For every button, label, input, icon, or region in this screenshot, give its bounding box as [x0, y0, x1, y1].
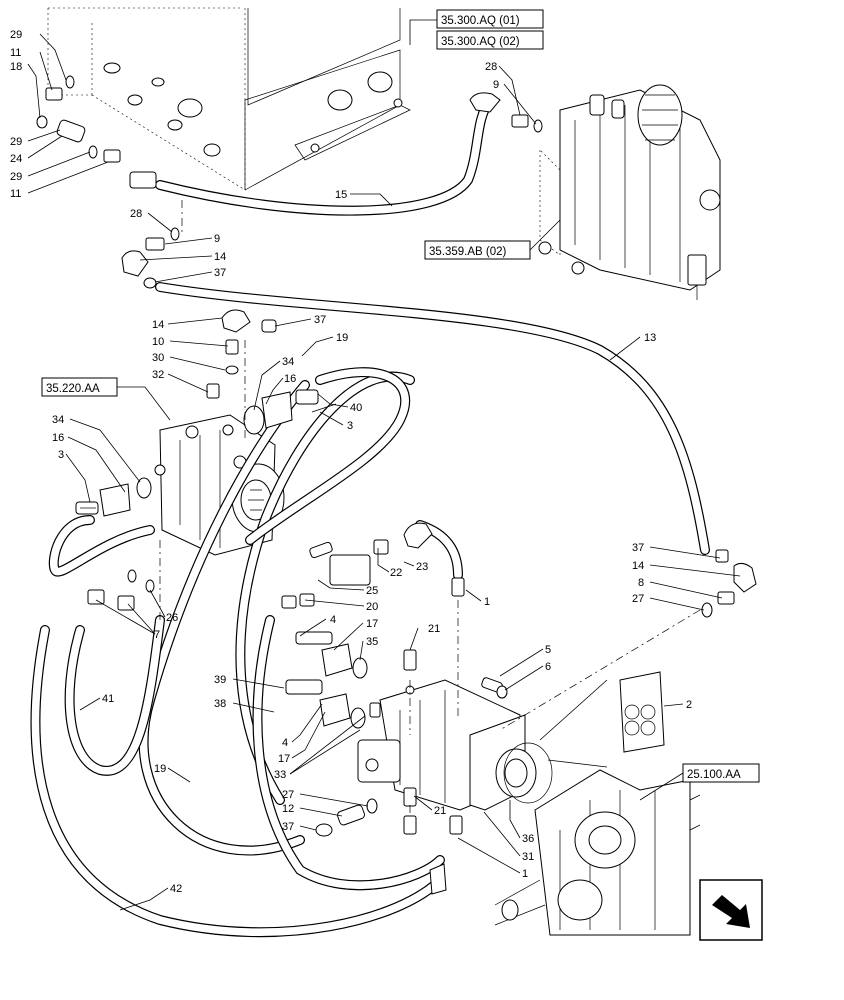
callout-37[interactable]: 37 — [632, 542, 644, 554]
callout-28[interactable]: 28 — [485, 61, 497, 73]
callout-38[interactable]: 38 — [214, 698, 226, 710]
callout-7[interactable]: 7 — [154, 629, 160, 641]
callout-37[interactable]: 37 — [214, 267, 226, 279]
callout-15[interactable]: 15 — [335, 189, 347, 201]
callout-11[interactable]: 11 — [10, 47, 21, 59]
callout-14[interactable]: 14 — [632, 560, 644, 572]
hydrostatic-motor — [357, 679, 553, 811]
transmission-housing — [494, 769, 701, 936]
callout-29[interactable]: 29 — [10, 136, 22, 148]
callout-3[interactable]: 3 — [58, 449, 64, 461]
callout-42[interactable]: 42 — [170, 883, 182, 895]
callout-13[interactable]: 13 — [644, 332, 656, 344]
reference-box-35359AB02[interactable]: 35.359.AB (02) — [424, 240, 531, 260]
hose-15 — [155, 95, 495, 216]
callout-29[interactable]: 29 — [10, 171, 22, 183]
seal-kit-2 — [619, 671, 665, 753]
callout-2[interactable]: 2 — [686, 699, 692, 711]
fittings — [36, 75, 757, 895]
callout-17[interactable]: 17 — [278, 753, 290, 765]
callout-28[interactable]: 28 — [130, 208, 142, 220]
hose-39 — [235, 371, 415, 805]
reference-box-35220AA[interactable]: 35.220.AA — [41, 377, 118, 397]
hose-13 — [155, 282, 710, 555]
callout-4[interactable]: 4 — [282, 737, 288, 749]
callout-36[interactable]: 36 — [522, 833, 534, 845]
callout-25[interactable]: 25 — [366, 585, 378, 597]
ref-label-35220AA: 35.220.AA — [46, 383, 100, 395]
callout-18[interactable]: 18 — [10, 61, 22, 73]
leader-lines — [27, 33, 741, 911]
callout-37[interactable]: 37 — [282, 821, 294, 833]
callout-4[interactable]: 4 — [330, 614, 336, 626]
callout-16[interactable]: 16 — [284, 373, 296, 385]
callout-32[interactable]: 32 — [152, 369, 164, 381]
next-page-arrow-icon[interactable] — [699, 879, 763, 941]
hose-40 — [245, 367, 411, 545]
hose-suction — [48, 515, 155, 577]
callout-21[interactable]: 21 — [428, 623, 440, 635]
callout-17[interactable]: 17 — [366, 618, 378, 630]
ref-label-35300AQ01: 35.300.AQ (01) — [441, 15, 520, 27]
callout-5[interactable]: 5 — [545, 644, 551, 656]
callout-16[interactable]: 16 — [52, 432, 64, 444]
callout-35[interactable]: 35 — [366, 636, 378, 648]
callout-23[interactable]: 23 — [416, 561, 428, 573]
callout-19[interactable]: 19 — [154, 763, 166, 775]
callout-9[interactable]: 9 — [214, 233, 220, 245]
callout-1[interactable]: 1 — [484, 596, 490, 608]
callout-27[interactable]: 27 — [282, 789, 294, 801]
callout-11[interactable]: 11 — [10, 188, 21, 200]
callout-1[interactable]: 1 — [522, 868, 528, 880]
callout-6[interactable]: 6 — [545, 661, 551, 673]
reference-box-35300AQ01[interactable]: 35.300.AQ (01) — [436, 9, 544, 29]
hydraulic-pump — [154, 414, 285, 556]
callout-37[interactable]: 37 — [314, 314, 326, 326]
callout-19[interactable]: 19 — [336, 332, 348, 344]
callout-40[interactable]: 40 — [350, 402, 362, 414]
callout-8[interactable]: 8 — [638, 577, 644, 589]
callout-39[interactable]: 39 — [214, 674, 226, 686]
hose-38 — [252, 615, 445, 891]
callout-24[interactable]: 24 — [10, 153, 22, 165]
callout-10[interactable]: 10 — [152, 336, 164, 348]
callout-34[interactable]: 34 — [52, 414, 64, 426]
callout-21[interactable]: 21 — [434, 805, 446, 817]
ref-label-35300AQ02: 35.300.AQ (02) — [441, 36, 520, 48]
control-valve-block — [538, 84, 721, 300]
callout-22[interactable]: 22 — [390, 567, 402, 579]
callout-3[interactable]: 3 — [347, 420, 353, 432]
callout-26[interactable]: 26 — [166, 612, 178, 624]
callout-29[interactable]: 29 — [10, 29, 22, 41]
reference-box-25100AA[interactable]: 25.100.AA — [682, 763, 760, 783]
hose-41 — [64, 615, 165, 776]
callout-33[interactable]: 33 — [274, 769, 286, 781]
callout-30[interactable]: 30 — [152, 352, 164, 364]
callout-41[interactable]: 41 — [102, 693, 114, 705]
hose-42 — [30, 625, 445, 938]
callout-20[interactable]: 20 — [366, 601, 378, 613]
callout-14[interactable]: 14 — [152, 319, 164, 331]
callout-9[interactable]: 9 — [493, 79, 499, 91]
callout-27[interactable]: 27 — [632, 593, 644, 605]
reference-box-35300AQ02[interactable]: 35.300.AQ (02) — [436, 30, 544, 50]
callout-12[interactable]: 12 — [282, 803, 294, 815]
hydraulic-tank — [47, 7, 411, 191]
callout-labels: 29 11 18 29 24 29 11 28 9 15 28 9 14 37 … — [10, 29, 692, 895]
ref-label-25100AA: 25.100.AA — [687, 769, 741, 781]
callout-31[interactable]: 31 — [522, 851, 534, 863]
callout-34[interactable]: 34 — [282, 356, 294, 368]
center-lines — [159, 200, 701, 815]
ref-label-35359AB02: 35.359.AB (02) — [429, 246, 507, 258]
callout-14[interactable]: 14 — [214, 251, 226, 263]
